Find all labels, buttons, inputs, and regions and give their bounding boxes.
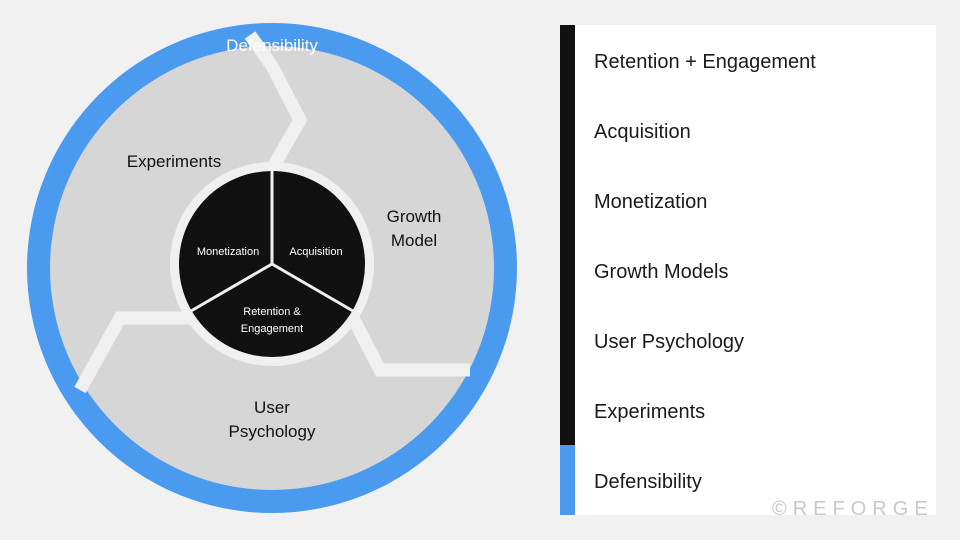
reforge-watermark: ©REFORGE: [772, 498, 934, 520]
experiments-label: Experiments: [127, 152, 221, 171]
legend-item-acquisition: Acquisition: [594, 121, 691, 143]
legend-item-monetization: Monetization: [594, 191, 708, 213]
legend-bar-core: [560, 25, 575, 445]
divider-experiments-psychology: [74, 311, 190, 394]
monetization-label: Monetization: [197, 246, 259, 258]
user-psychology-label-line2: Psychology: [229, 422, 316, 441]
legend-item-retention: Retention + Engagement: [594, 51, 816, 73]
divider-growth-psychology: [347, 315, 470, 377]
growth-framework-diagram: Defensibility Experiments Growth Model U…: [27, 23, 517, 513]
user-psychology-label-line1: User: [254, 398, 290, 417]
defensibility-label: Defensibility: [226, 36, 318, 55]
legend-bar-outer: [560, 445, 575, 515]
legend-item-user-psychology: User Psychology: [594, 331, 745, 353]
growth-model-label-line1: Growth: [387, 207, 442, 226]
legend-panel: Retention + Engagement Acquisition Monet…: [560, 25, 936, 515]
divider-experiments-growth: [244, 31, 308, 176]
core-divider-left: [190, 262, 273, 313]
retention-label-line1: Retention &: [243, 306, 301, 318]
legend-item-growth-models: Growth Models: [594, 261, 729, 283]
legend-item-experiments: Experiments: [594, 401, 706, 423]
legend-item-defensibility: Defensibility: [594, 471, 702, 493]
growth-model-label-line2: Model: [391, 231, 437, 250]
retention-label-line2: Engagement: [241, 323, 303, 335]
acquisition-label: Acquisition: [289, 246, 342, 258]
core-divider-right: [271, 262, 354, 313]
